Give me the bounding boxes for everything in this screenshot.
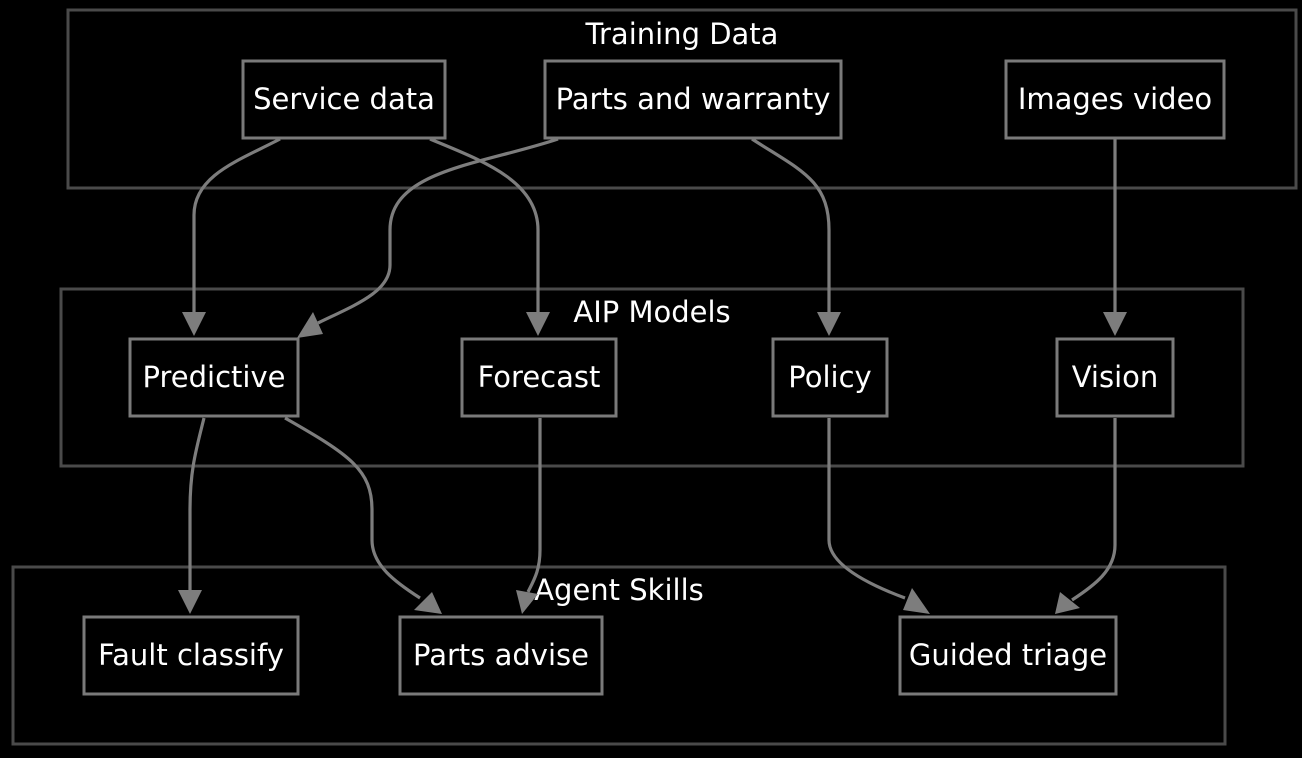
- edge-service-data-to-predictive: [182, 137, 281, 336]
- edge-parts-warranty-to-policy: [751, 137, 841, 336]
- node-images-video-label: Images video: [1018, 82, 1212, 116]
- edge-line: [827, 418, 906, 600]
- node-parts-and-warranty: Parts and warranty: [543, 59, 843, 140]
- node-forecast-box: [460, 337, 618, 418]
- arrowhead: [182, 312, 206, 336]
- cluster-aip-models-title: AIP Models: [573, 295, 730, 329]
- node-vision-label: Vision: [1072, 360, 1159, 394]
- node-predictive-label: Predictive: [143, 360, 286, 394]
- edge-line: [188, 417, 206, 590]
- arrowhead: [178, 590, 202, 614]
- cluster-agent-skills-title: Agent Skills: [534, 573, 704, 607]
- node-parts-advise: Parts advise: [398, 615, 604, 696]
- node-service-data-box: [241, 59, 447, 140]
- arrowhead: [1103, 312, 1127, 336]
- node-guided-triage: Guided triage: [898, 615, 1118, 696]
- node-guided-triage-box: [898, 615, 1118, 696]
- edge-line: [751, 137, 831, 312]
- edge-policy-to-guided-triage: [827, 418, 930, 614]
- node-parts-and-warranty-box: [543, 59, 843, 140]
- node-images-video: Images video: [1004, 59, 1226, 140]
- edge-service-data-to-forecast: [429, 137, 550, 336]
- node-forecast: Forecast: [460, 337, 618, 418]
- edges: [178, 137, 1127, 614]
- edge-predictive-to-fault-classify: [178, 417, 206, 614]
- node-fault-classify-box: [82, 615, 300, 696]
- edge-line: [284, 416, 421, 600]
- edge-predictive-to-parts-advise: [284, 416, 442, 614]
- node-images-video-box: [1004, 59, 1226, 140]
- node-vision-box: [1055, 337, 1175, 418]
- node-service-data: Service data: [241, 59, 447, 140]
- edge-line: [192, 137, 281, 312]
- node-parts-advise-box: [398, 615, 604, 696]
- node-vision: Vision: [1055, 337, 1175, 418]
- arrowhead: [516, 590, 538, 614]
- cluster-training-data-title: Training Data: [585, 17, 779, 51]
- arrowhead: [817, 312, 841, 336]
- node-parts-and-warranty-label: Parts and warranty: [556, 82, 831, 116]
- node-predictive: Predictive: [128, 337, 300, 418]
- arrowhead: [297, 312, 323, 338]
- node-policy-label: Policy: [788, 360, 871, 394]
- node-policy-box: [771, 337, 889, 418]
- edge-forecast-to-parts-advise: [516, 418, 542, 614]
- arrowhead: [1055, 592, 1080, 614]
- edge-line: [1071, 418, 1117, 602]
- node-policy: Policy: [771, 337, 889, 418]
- edge-parts-warranty-to-predictive: [297, 137, 559, 338]
- node-forecast-label: Forecast: [478, 360, 601, 394]
- edge-images-video-to-vision: [1103, 139, 1127, 336]
- arrowhead: [526, 312, 550, 336]
- arrowhead: [903, 588, 930, 614]
- edge-vision-to-guided-triage: [1055, 418, 1117, 614]
- edge-line: [429, 137, 540, 312]
- node-guided-triage-label: Guided triage: [909, 638, 1107, 672]
- node-parts-advise-label: Parts advise: [413, 638, 589, 672]
- node-fault-classify-label: Fault classify: [98, 638, 284, 672]
- arrowhead: [414, 592, 442, 614]
- node-predictive-box: [128, 337, 300, 418]
- edge-line: [317, 137, 559, 325]
- edge-line: [526, 418, 542, 593]
- node-service-data-label: Service data: [253, 82, 435, 116]
- node-fault-classify: Fault classify: [82, 615, 300, 696]
